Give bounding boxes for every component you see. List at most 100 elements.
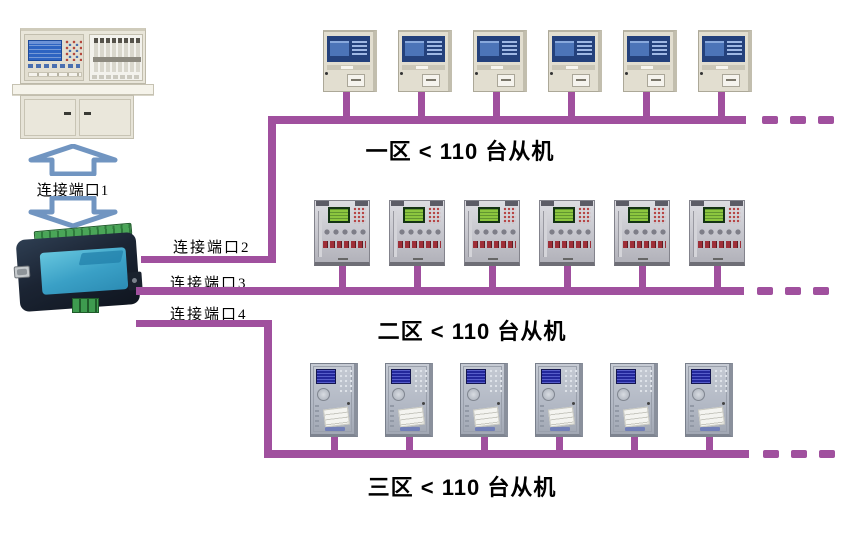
panel-led-block <box>503 207 516 224</box>
door-hinge <box>618 211 622 257</box>
panel-button-row <box>323 228 366 237</box>
console-button-row <box>28 72 82 77</box>
zone2-bus-continuation <box>757 287 829 295</box>
corner-cap <box>316 201 329 206</box>
slave-panel-zone1 <box>323 30 377 92</box>
up-arrow-icon <box>28 144 118 176</box>
brand-strip <box>625 427 645 431</box>
console-screen <box>28 40 62 61</box>
panel-led-column <box>315 405 319 427</box>
bus-drop-line <box>406 430 413 452</box>
switch-label-strip <box>92 75 140 79</box>
panel-inner-frame <box>463 366 502 432</box>
panel-screen <box>330 41 349 56</box>
panel-label-strip <box>477 65 520 70</box>
console-converter-link: 连接端口1 <box>28 144 118 230</box>
slave-panel-zone3 <box>310 363 358 437</box>
port4-downlead <box>264 320 272 458</box>
panel-lcd <box>403 207 425 223</box>
panel-lcd <box>391 369 411 384</box>
panel-keyhole <box>497 402 500 405</box>
panel-led-block <box>352 41 367 57</box>
slave-panel-zone1 <box>623 30 677 92</box>
panel-button-row <box>473 228 516 237</box>
panel-lcd <box>628 207 650 223</box>
panel-keypad <box>564 369 579 395</box>
zone3-drop-lines <box>331 430 713 452</box>
panel-lock <box>625 72 628 75</box>
cabinet-door-left <box>24 99 76 136</box>
switch-lever <box>99 38 105 72</box>
bus-drop-line <box>714 263 721 289</box>
door-hinge <box>318 211 322 257</box>
switch-lever <box>111 38 117 72</box>
panel-label-strip <box>327 65 370 70</box>
panel-lcd <box>616 369 636 384</box>
slave-panel-zone2 <box>614 200 670 266</box>
zone3-bus <box>264 450 749 458</box>
bus-drop-line <box>631 430 638 452</box>
slave-panel-zone3 <box>385 363 433 437</box>
paper-label <box>547 406 576 428</box>
panel-label-strip <box>627 65 670 70</box>
paper-label <box>472 406 501 428</box>
panel-led-block <box>502 41 517 57</box>
panel-led-block <box>577 41 592 57</box>
corner-cap <box>730 201 743 206</box>
switch-lever <box>129 38 135 72</box>
door-hinge <box>393 211 397 257</box>
panel-led-column <box>465 405 469 427</box>
panel-lcd <box>541 369 561 384</box>
panel-lcd <box>316 369 336 384</box>
console-switch-panel <box>89 34 143 81</box>
bus-continuation-dash <box>818 116 834 124</box>
panel-red-buttons <box>323 241 366 248</box>
converter-label-face <box>39 247 129 295</box>
panel-keypad <box>414 369 429 395</box>
port1-label: 连接端口1 <box>36 183 110 199</box>
bus-drop-line <box>343 90 350 118</box>
panel-red-buttons <box>548 241 591 248</box>
brand-strip <box>550 427 570 431</box>
panel-vent <box>488 258 498 260</box>
slave-panel-zone2 <box>314 200 370 266</box>
panel-red-buttons <box>698 241 741 248</box>
panel-keyhole <box>647 402 650 405</box>
bus-drop-line <box>643 90 650 118</box>
zone1-drop-lines <box>343 90 725 118</box>
panel-vent <box>638 258 648 260</box>
panel-keypad <box>489 369 504 395</box>
slave-panel-zone3 <box>610 363 658 437</box>
panel-display <box>477 36 520 62</box>
panel-led-column <box>540 405 544 427</box>
zone1-bus <box>268 116 746 124</box>
slave-panel-zone2 <box>689 200 745 266</box>
panel-screen <box>480 41 499 56</box>
panel-inner-frame <box>313 366 352 432</box>
panel-screen <box>630 41 649 56</box>
bus-continuation-dash <box>791 450 807 458</box>
console-cabinet <box>20 95 134 139</box>
panel-led-column <box>390 405 394 427</box>
panel-vent <box>563 258 573 260</box>
slave-panel-zone2 <box>389 200 445 266</box>
bus-drop-line <box>331 430 338 452</box>
panel-led-block <box>652 41 667 57</box>
panel-lock <box>400 72 403 75</box>
bus-drop-line <box>639 263 646 289</box>
slave-panel-zone1 <box>548 30 602 92</box>
panel-lock <box>325 72 328 75</box>
panel-led-block <box>427 41 442 57</box>
corner-cap <box>355 201 368 206</box>
bus-drop-line <box>414 263 421 289</box>
panel-printer <box>647 74 665 87</box>
bus-drop-line <box>418 90 425 118</box>
panel-inner-frame <box>538 366 577 432</box>
console-keypad <box>65 40 82 61</box>
port4-wire <box>136 320 272 327</box>
port4-label: 连接端口4 <box>170 307 248 323</box>
paper-label <box>697 406 726 428</box>
switch-lever <box>117 38 123 72</box>
panel-printer <box>572 74 590 87</box>
